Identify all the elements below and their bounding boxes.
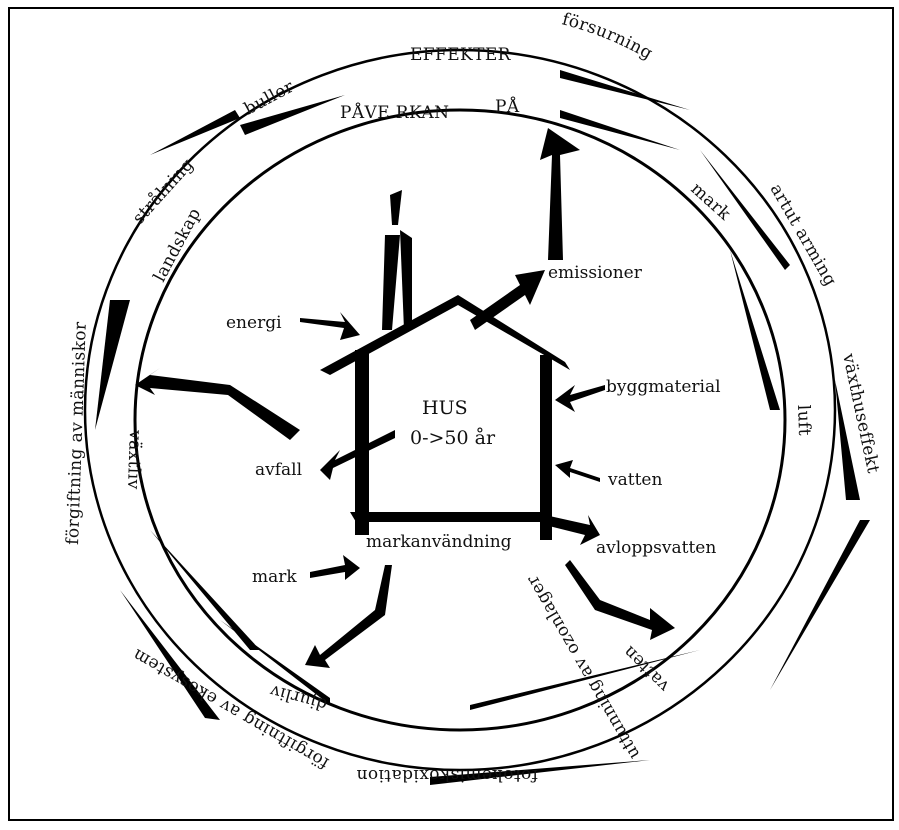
inner-title: PÅVE RKAN: [340, 102, 449, 123]
arrow-vatten: [555, 460, 600, 482]
arrow-avloppsvatten: [545, 515, 600, 545]
label-energi: energi: [226, 313, 282, 333]
outer-ring: [85, 50, 870, 785]
center-title: HUS: [422, 397, 468, 419]
arrow-djurliv: [305, 565, 392, 668]
label-avloppsvatten: avloppsvatten: [596, 538, 716, 558]
label-vaxtliv: växtliv: [123, 429, 145, 490]
inner-title-pa: PÅ: [495, 96, 520, 117]
label-fotokemisk: fotokemiskoxidation: [356, 765, 538, 785]
label-landskap: landskap: [150, 205, 206, 286]
label-markanvandning: markanvändning: [366, 532, 512, 552]
label-vatten-flow: vatten: [607, 470, 662, 490]
flow-arrows: [135, 128, 675, 668]
label-forsurning: försurning: [560, 9, 656, 64]
arrow-vatten-lower: [565, 560, 675, 640]
label-avfall: avfall: [255, 460, 302, 480]
outer-title: EFFEKTER: [410, 45, 512, 65]
label-emissioner: emissioner: [548, 263, 643, 283]
arrow-to-pa: [540, 128, 580, 260]
center-subtitle: 0->50 år: [410, 427, 496, 449]
label-djurliv: djurliv: [268, 680, 330, 714]
label-byggmaterial: byggmaterial: [606, 377, 721, 397]
label-uttunning: uttunning av ozonlager: [522, 571, 644, 762]
arrow-energi: [300, 312, 360, 340]
arrow-mark: [310, 555, 360, 580]
label-artutarmning: artut arming: [766, 181, 841, 290]
house-shape: [320, 190, 570, 540]
arrow-byggmaterial: [555, 385, 605, 412]
arrow-vaxtliv: [135, 368, 300, 440]
arrow-emissioner: [470, 270, 545, 330]
label-luft: luft: [793, 404, 814, 436]
label-forgiftning-manniskor: förgiftning av människor: [63, 321, 91, 545]
label-mark-flow: mark: [252, 567, 297, 587]
